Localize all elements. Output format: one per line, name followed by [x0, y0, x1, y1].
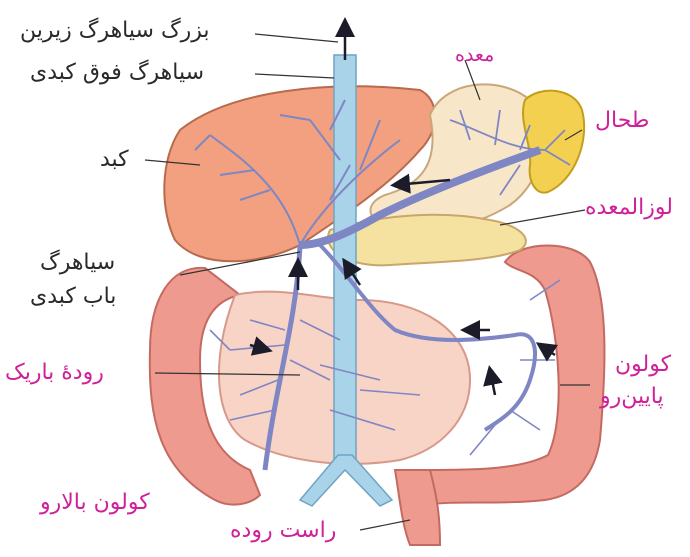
- label-portal-vein-line1: سیاهرگ: [40, 250, 115, 276]
- label-descending-colon-line1: کولون: [615, 352, 671, 378]
- label-hepatic-vein: سیاهرگ فوق کبدی: [30, 60, 204, 86]
- label-portal-vein-line2: باب کبدی: [30, 284, 116, 310]
- label-pancreas: لوزالمعده: [585, 195, 673, 221]
- pancreas-shape: [328, 215, 526, 266]
- label-descending-colon-line2: پایین‌رو: [600, 384, 664, 410]
- rectum-shape: [395, 470, 440, 545]
- label-small-intestine: رودۀ باریک: [5, 360, 104, 386]
- label-spleen: طحال: [595, 108, 649, 134]
- label-inferior-vena-cava: بزرگ سیاهرگ زیرین: [20, 18, 210, 44]
- label-rectum: راست روده: [230, 518, 336, 544]
- label-stomach: معده: [455, 42, 494, 68]
- label-liver: کبد: [100, 147, 129, 173]
- label-ascending-colon: کولون بالارو: [40, 490, 150, 516]
